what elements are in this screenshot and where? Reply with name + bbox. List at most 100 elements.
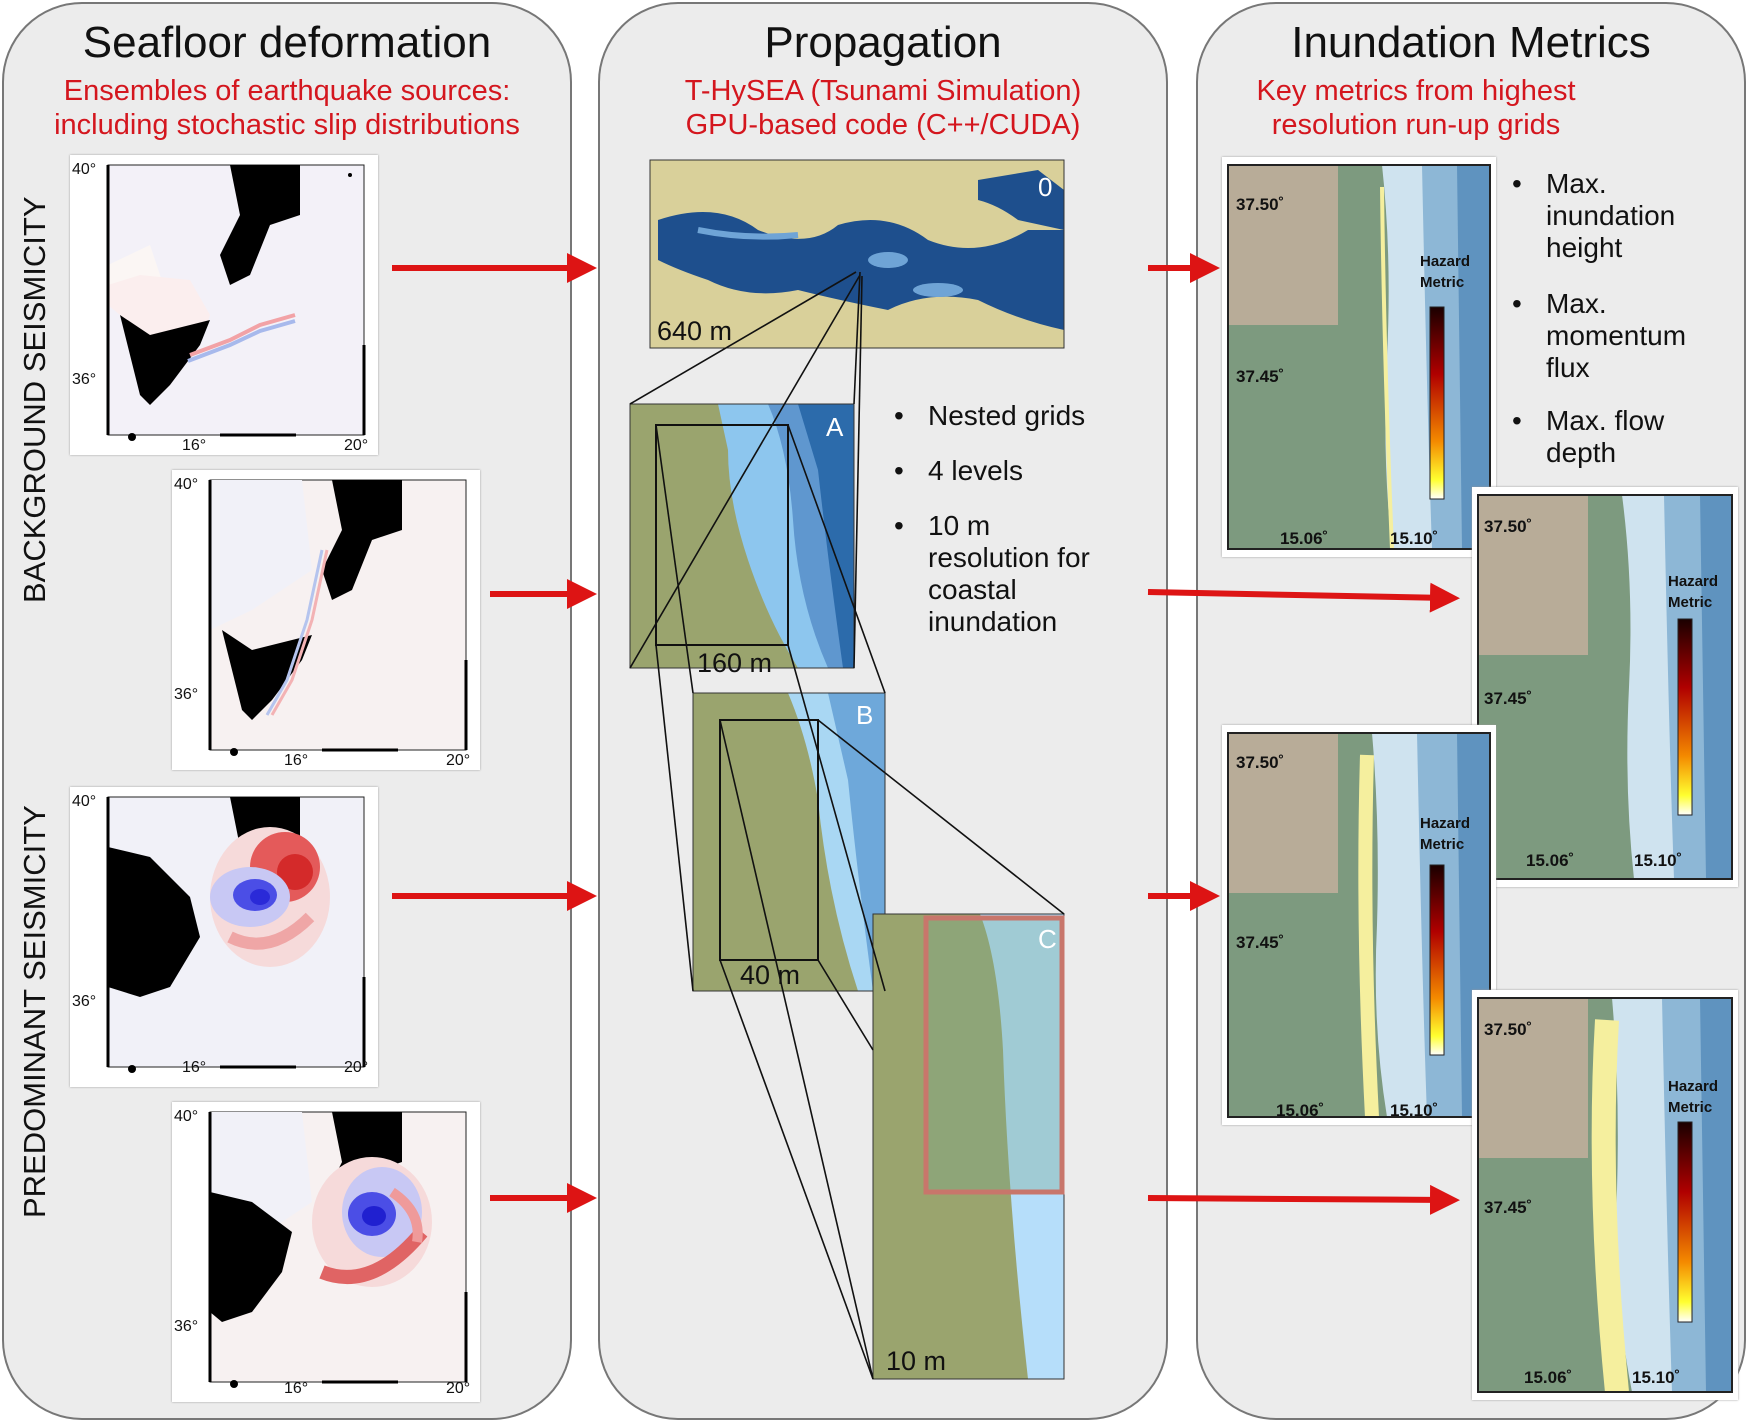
source-map-3-graphic: [106, 796, 366, 1073]
bullet-dot: •: [1512, 168, 1522, 199]
metric-flow-depth-line-2: depth: [1546, 437, 1617, 468]
map1-lon-right: 20°: [344, 437, 369, 454]
colorbar: [1429, 306, 1445, 500]
hazard3-colorbar-label-1: Hazard: [1420, 815, 1471, 832]
map3-lat-top: 40°: [72, 793, 97, 810]
metric-inundation-height-line-3: height: [1546, 232, 1623, 263]
inundation-subtitle-1: Key metrics from highest: [1256, 75, 1576, 107]
hazard4-colorbar-label-1: Hazard: [1668, 1078, 1719, 1095]
metric-momentum-flux-line-2: momentum: [1546, 320, 1687, 351]
nested-grids-graphic: [629, 159, 1065, 1380]
hazard-map-4: 37.50˚ 37.45˚ 15.06˚ 15.10˚ Hazard Metri…: [1472, 990, 1738, 1400]
hazard4-lat-top: 37.50˚: [1484, 1020, 1533, 1039]
propagation-title: Propagation: [764, 18, 1002, 67]
source-map-2-graphic: [208, 479, 468, 756]
map2-lat-top: 40°: [174, 476, 199, 493]
hazard2-lon-left: 15.06˚: [1526, 851, 1575, 870]
hazard-map-1-graphic: [1227, 164, 1491, 550]
hazard-map-1: 37.50˚ 37.45˚ 15.06˚ 15.10˚ Hazard Metri…: [1222, 157, 1496, 557]
colorbar: [1677, 1121, 1693, 1323]
propagation-subtitle-2: GPU-based code (C++/CUDA): [685, 109, 1081, 141]
bullet-resolution-line-4: inundation: [928, 606, 1058, 637]
bullet-resolution-line-2: resolution for: [928, 542, 1090, 573]
grid-b-id: B: [856, 700, 874, 730]
bullet-levels-text: 4 levels: [928, 455, 1023, 486]
hazard2-lat-mid: 37.45˚: [1484, 689, 1533, 708]
grid-0-id: 0: [1038, 172, 1053, 202]
arrow-propagation-to-hazard2: [1147, 582, 1460, 613]
hazard1-lat-mid: 37.45˚: [1236, 367, 1285, 386]
bullet-nested-grids: • Nested grids: [894, 400, 1086, 432]
hazard-map-3: 37.50˚ 37.45˚ 15.06˚ 15.10˚ Hazard Metri…: [1222, 725, 1496, 1125]
source-map-3: 40° 36° 16° 20°: [70, 787, 378, 1087]
hazard3-lat-mid: 37.45˚: [1236, 933, 1285, 952]
bullet-nested-grids-text: Nested grids: [928, 400, 1086, 431]
metric-flow-depth-line-1: Max. flow: [1546, 405, 1665, 436]
hazard2-lat-top: 37.50˚: [1484, 517, 1533, 536]
hazard1-colorbar-label-2: Metric: [1420, 274, 1465, 291]
inundation-title: Inundation Metrics: [1291, 18, 1651, 67]
map1-lat-bottom: 36°: [72, 371, 97, 388]
metric-inundation-height: • Max. inundation height: [1512, 168, 1676, 264]
bullet-dot: •: [894, 510, 904, 541]
hazard2-colorbar-label-2: Metric: [1668, 594, 1713, 611]
map3-lon-left: 16°: [182, 1059, 207, 1076]
hazard1-lon-left: 15.06˚: [1280, 529, 1329, 548]
hazard1-lat-top: 37.50˚: [1236, 195, 1285, 214]
grid-c-resolution: 10 m: [886, 1346, 947, 1376]
map3-lat-bottom: 36°: [72, 993, 97, 1010]
hazard2-lon-right: 15.10˚: [1634, 851, 1683, 870]
source-map-4-graphic: [208, 1111, 468, 1388]
map2-lat-bottom: 36°: [174, 686, 199, 703]
bullet-dot: •: [894, 455, 904, 486]
inundation-subtitle-2: resolution run-up grids: [1271, 109, 1561, 141]
map4-lat-bottom: 36°: [174, 1318, 199, 1335]
hazard-map-3-graphic: [1227, 732, 1491, 1118]
source-map-2: 40° 36° 16° 20°: [172, 470, 480, 770]
hazard4-colorbar-label-2: Metric: [1668, 1099, 1713, 1116]
hazard3-lon-left: 15.06˚: [1276, 1101, 1325, 1120]
map1-lat-top: 40°: [72, 161, 97, 178]
colorbar: [1429, 864, 1445, 1056]
hazard1-lon-right: 15.10˚: [1390, 529, 1439, 548]
seafloor-subtitle-2: including stochastic slip distributions: [54, 109, 520, 141]
map2-lon-right: 20°: [446, 752, 471, 769]
grid-0-resolution: 640 m: [657, 316, 733, 346]
metric-flow-depth: • Max. flow depth: [1512, 405, 1665, 469]
hazard4-lon-left: 15.06˚: [1524, 1368, 1573, 1387]
bullet-resolution-line-1: 10 m: [928, 510, 991, 541]
hazard3-colorbar-label-2: Metric: [1420, 836, 1465, 853]
hazard3-lat-top: 37.50˚: [1236, 753, 1285, 772]
hazard4-lat-mid: 37.45˚: [1484, 1198, 1533, 1217]
bullet-levels: • 4 levels: [894, 455, 1023, 487]
bullet-resolution: • 10 m resolution for coastal inundation: [894, 510, 1090, 638]
seafloor-title: Seafloor deformation: [82, 18, 492, 67]
propagation-subtitle-1: T-HySEA (Tsunami Simulation): [684, 75, 1082, 107]
hazard1-colorbar-label-1: Hazard: [1420, 253, 1471, 270]
hazard4-lon-right: 15.10˚: [1632, 1368, 1681, 1387]
metric-inundation-height-line-1: Max.: [1546, 168, 1607, 199]
hazard-map-2-graphic: [1477, 494, 1733, 880]
hazard2-colorbar-label-1: Hazard: [1668, 573, 1719, 590]
source-map-1-graphic: [106, 164, 366, 441]
bullet-dot: •: [1512, 405, 1522, 436]
map4-lon-left: 16°: [284, 1380, 309, 1397]
metric-momentum-flux-line-3: flux: [1546, 352, 1590, 383]
metric-inundation-height-line-2: inundation: [1546, 200, 1676, 231]
map4-lat-top: 40°: [174, 1108, 199, 1125]
colorbar: [1677, 618, 1693, 816]
grid-a-id: A: [826, 412, 844, 442]
hazard-map-2: 37.50˚ 37.45˚ 15.06˚ 15.10˚ Hazard Metri…: [1472, 487, 1738, 887]
bullet-resolution-line-3: coastal: [928, 574, 1017, 605]
source-map-1: 40° 36° 16° 20°: [70, 155, 378, 455]
grid-level-b: [692, 692, 886, 992]
map1-lon-left: 16°: [182, 437, 207, 454]
grid-level-0: [649, 159, 1065, 349]
grid-level-c: [872, 913, 1065, 1380]
source-map-4: 40° 36° 16° 20°: [172, 1102, 480, 1402]
bullet-dot: •: [1512, 288, 1522, 319]
grid-a-resolution: 160 m: [697, 648, 773, 678]
hazard-map-4-graphic: [1477, 997, 1733, 1394]
arrow-propagation-to-hazard4: [1147, 1184, 1460, 1215]
